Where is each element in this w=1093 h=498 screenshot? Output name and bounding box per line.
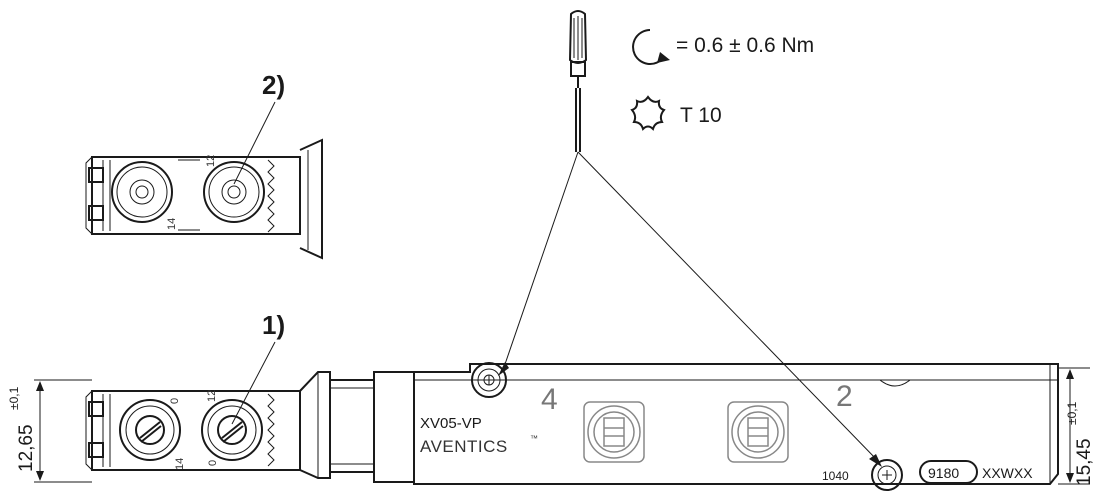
body-port-left (583, 401, 645, 463)
code-9180: 9180 (928, 465, 959, 481)
torx-size: T 10 (680, 104, 722, 127)
marking-0-bottom: 0 (207, 460, 219, 466)
port-number-14: 14 (166, 218, 178, 230)
port-label-2: 2 (836, 380, 853, 413)
valve-end-view-2 (85, 138, 323, 260)
dimension-left-value: 12,65 (16, 424, 37, 472)
port-label-4: 4 (541, 383, 558, 416)
torque-rotation-icon (632, 29, 670, 65)
code-xxwxx: XXWXX (982, 465, 1033, 481)
body-port-right (727, 401, 789, 463)
screw-leader-lines (498, 151, 882, 467)
code-1040: 1040 (822, 469, 849, 483)
callout-leader-1 (231, 341, 276, 425)
brand-trademark: ™ (530, 434, 538, 443)
marking-14: 14 (174, 458, 186, 470)
screwdriver-icon (568, 10, 588, 152)
dimension-left (34, 379, 92, 483)
brand-logo: AVENTICS (420, 437, 508, 456)
marking-12: 12 (206, 390, 218, 402)
callout-label-2: 2) (262, 70, 285, 100)
mounting-screw-left (471, 362, 507, 398)
callout-label-1: 1) (262, 310, 285, 340)
torque-spec: = 0.6 ± 0.6 Nm (676, 34, 814, 57)
port-number-12: 12 (205, 155, 217, 167)
callout-leader-2 (233, 101, 276, 185)
model-label: XV05-VP (420, 415, 482, 432)
dimension-right (1066, 367, 1090, 485)
marking-0-top: 0 (169, 398, 181, 404)
dimension-right-tolerance: ±0,1 (1065, 401, 1079, 425)
dimension-left-tolerance: ±0,1 (7, 386, 21, 410)
torx-bit-icon (630, 95, 666, 131)
dimension-right-value: 15,45 (1074, 438, 1093, 486)
valve-assembly (85, 362, 1070, 491)
mounting-screw-right (871, 459, 903, 491)
